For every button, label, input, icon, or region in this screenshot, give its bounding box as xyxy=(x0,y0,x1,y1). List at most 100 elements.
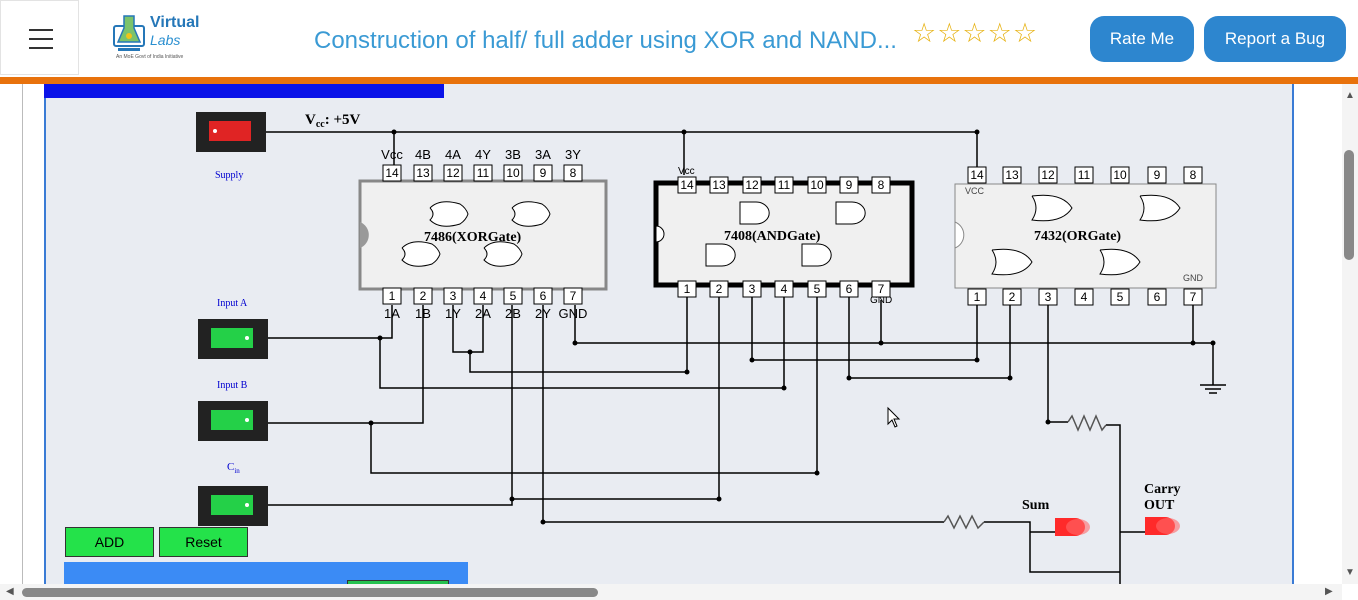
xor-pin-label: 1Y xyxy=(445,306,461,321)
and-pin-top[interactable] xyxy=(774,176,794,194)
and-pin-bottom[interactable] xyxy=(871,280,891,298)
and-pin-top[interactable] xyxy=(871,176,891,194)
scroll-right-icon[interactable]: ▶ xyxy=(1325,586,1333,597)
and-vcc-label: Vcc xyxy=(678,166,695,177)
and-chip-label: 7408(ANDGate) xyxy=(724,229,821,244)
or-pin-top[interactable] xyxy=(967,166,987,184)
and-pin-number: 6 xyxy=(846,282,853,296)
supply-switch[interactable] xyxy=(196,112,266,152)
menu-line xyxy=(29,38,53,40)
xor-pin-number: 13 xyxy=(416,166,430,180)
and-pin-top[interactable] xyxy=(709,176,729,194)
and-pin-bottom[interactable] xyxy=(807,280,827,298)
xor-pin-top[interactable] xyxy=(503,164,523,182)
or-pin-bottom[interactable] xyxy=(1074,288,1094,306)
add-button[interactable]: ADD xyxy=(65,527,154,557)
xor-pin-bottom[interactable] xyxy=(563,287,583,305)
logo-subtitle: An MoE Govt of India Initiative xyxy=(116,54,184,60)
hamburger-menu-button[interactable] xyxy=(0,0,79,75)
xor-pin-bottom[interactable] xyxy=(533,287,553,305)
or-pin-top[interactable] xyxy=(1183,166,1203,184)
and-pin-top[interactable] xyxy=(839,176,859,194)
xor-pin-bottom[interactable] xyxy=(473,287,493,305)
horizontal-scroll-thumb[interactable] xyxy=(22,588,598,597)
or-pin-bottom[interactable] xyxy=(1038,288,1058,306)
or-chip-label: 7432(ORGate) xyxy=(1034,229,1121,244)
xor-pin-bottom[interactable] xyxy=(382,287,402,305)
or-pin-bottom[interactable] xyxy=(1110,288,1130,306)
or-pin-top[interactable] xyxy=(1074,166,1094,184)
or-vcc-label: VCC xyxy=(965,186,985,196)
or-pin-number: 12 xyxy=(1041,168,1055,182)
vertical-scroll-thumb[interactable] xyxy=(1344,150,1354,260)
reset-button[interactable]: Reset xyxy=(159,527,248,557)
vcc-label: Vcc: +5V xyxy=(305,112,361,130)
xor-pin-label: GND xyxy=(559,306,588,321)
mouse-cursor-icon xyxy=(887,406,901,428)
xor-pin-bottom[interactable] xyxy=(503,287,523,305)
input-b-switch[interactable] xyxy=(198,401,268,441)
or-pin-bottom[interactable] xyxy=(1002,288,1022,306)
or-pin-top[interactable] xyxy=(1110,166,1130,184)
cin-switch[interactable] xyxy=(198,486,268,526)
and-pin-bottom[interactable] xyxy=(677,280,697,298)
xor-pin-label: 1A xyxy=(384,306,400,321)
or-pin-bottom[interactable] xyxy=(1183,288,1203,306)
xor-pin-label: 3A xyxy=(535,147,551,162)
or-chip-7432: 7432(ORGate) VCC GND xyxy=(954,183,1217,289)
or-pin-top[interactable] xyxy=(1038,166,1058,184)
xor-pin-top[interactable] xyxy=(533,164,553,182)
and-pin-bottom[interactable] xyxy=(774,280,794,298)
xor-pin-label: Vcc xyxy=(381,147,403,162)
carry-label-line2: OUT xyxy=(1144,498,1175,513)
or-pin-number: 2 xyxy=(1009,290,1016,304)
logo-text-virtual: Virtual xyxy=(150,14,200,31)
or-pin-number: 11 xyxy=(1078,168,1091,182)
rate-me-button[interactable]: Rate Me xyxy=(1090,16,1194,62)
and-pin-number: 9 xyxy=(846,178,853,192)
xor-pin-top[interactable] xyxy=(443,164,463,182)
and-pin-bottom[interactable] xyxy=(839,280,859,298)
or-pin-top[interactable] xyxy=(1002,166,1022,184)
xor-pin-top[interactable] xyxy=(382,164,402,182)
xor-pin-number: 10 xyxy=(506,166,520,180)
xor-pin-number: 11 xyxy=(477,166,490,180)
or-pin-top[interactable] xyxy=(1147,166,1167,184)
input-a-label: Input A xyxy=(217,298,248,309)
xor-pin-top[interactable] xyxy=(473,164,493,182)
virtual-labs-logo[interactable]: Virtual Labs An MoE Govt of India Initia… xyxy=(108,10,208,66)
xor-pin-number: 12 xyxy=(446,166,460,180)
carry-led xyxy=(1145,517,1180,535)
or-pin-number: 4 xyxy=(1081,290,1088,304)
xor-pin-label: 1B xyxy=(415,306,431,321)
or-pin-bottom[interactable] xyxy=(1147,288,1167,306)
and-pin-bottom[interactable] xyxy=(742,280,762,298)
xor-pin-bottom[interactable] xyxy=(443,287,463,305)
scroll-up-icon[interactable]: ▲ xyxy=(1345,90,1355,101)
and-pin-top[interactable] xyxy=(807,176,827,194)
scroll-down-icon[interactable]: ▼ xyxy=(1345,567,1355,578)
star-rating[interactable]: ☆☆☆☆☆ xyxy=(912,18,1039,48)
xor-pin-bottom[interactable] xyxy=(413,287,433,305)
frame-border xyxy=(22,84,23,584)
xor-pin-top[interactable] xyxy=(563,164,583,182)
or-pin-number: 13 xyxy=(1005,168,1019,182)
and-pin-bottom[interactable] xyxy=(709,280,729,298)
xor-pin-number: 5 xyxy=(510,289,517,303)
scroll-left-icon[interactable]: ◀ xyxy=(6,586,14,597)
xor-pin-label: 4B xyxy=(415,147,431,162)
or-pin-bottom[interactable] xyxy=(967,288,987,306)
or-pin-number: 7 xyxy=(1190,290,1197,304)
xor-pin-number: 4 xyxy=(480,289,487,303)
xor-pin-label: 2Y xyxy=(535,306,551,321)
xor-pin-top[interactable] xyxy=(413,164,433,182)
and-pin-top[interactable] xyxy=(677,176,697,194)
carry-label-line1: Carry xyxy=(1144,482,1181,497)
and-pin-top[interactable] xyxy=(742,176,762,194)
and-gnd-label: GND xyxy=(870,295,892,306)
header-divider xyxy=(0,77,1358,84)
xor-pin-label: 4Y xyxy=(475,147,491,162)
xor-pin-number: 2 xyxy=(420,289,427,303)
input-a-switch[interactable] xyxy=(198,319,268,359)
report-bug-button[interactable]: Report a Bug xyxy=(1204,16,1346,62)
